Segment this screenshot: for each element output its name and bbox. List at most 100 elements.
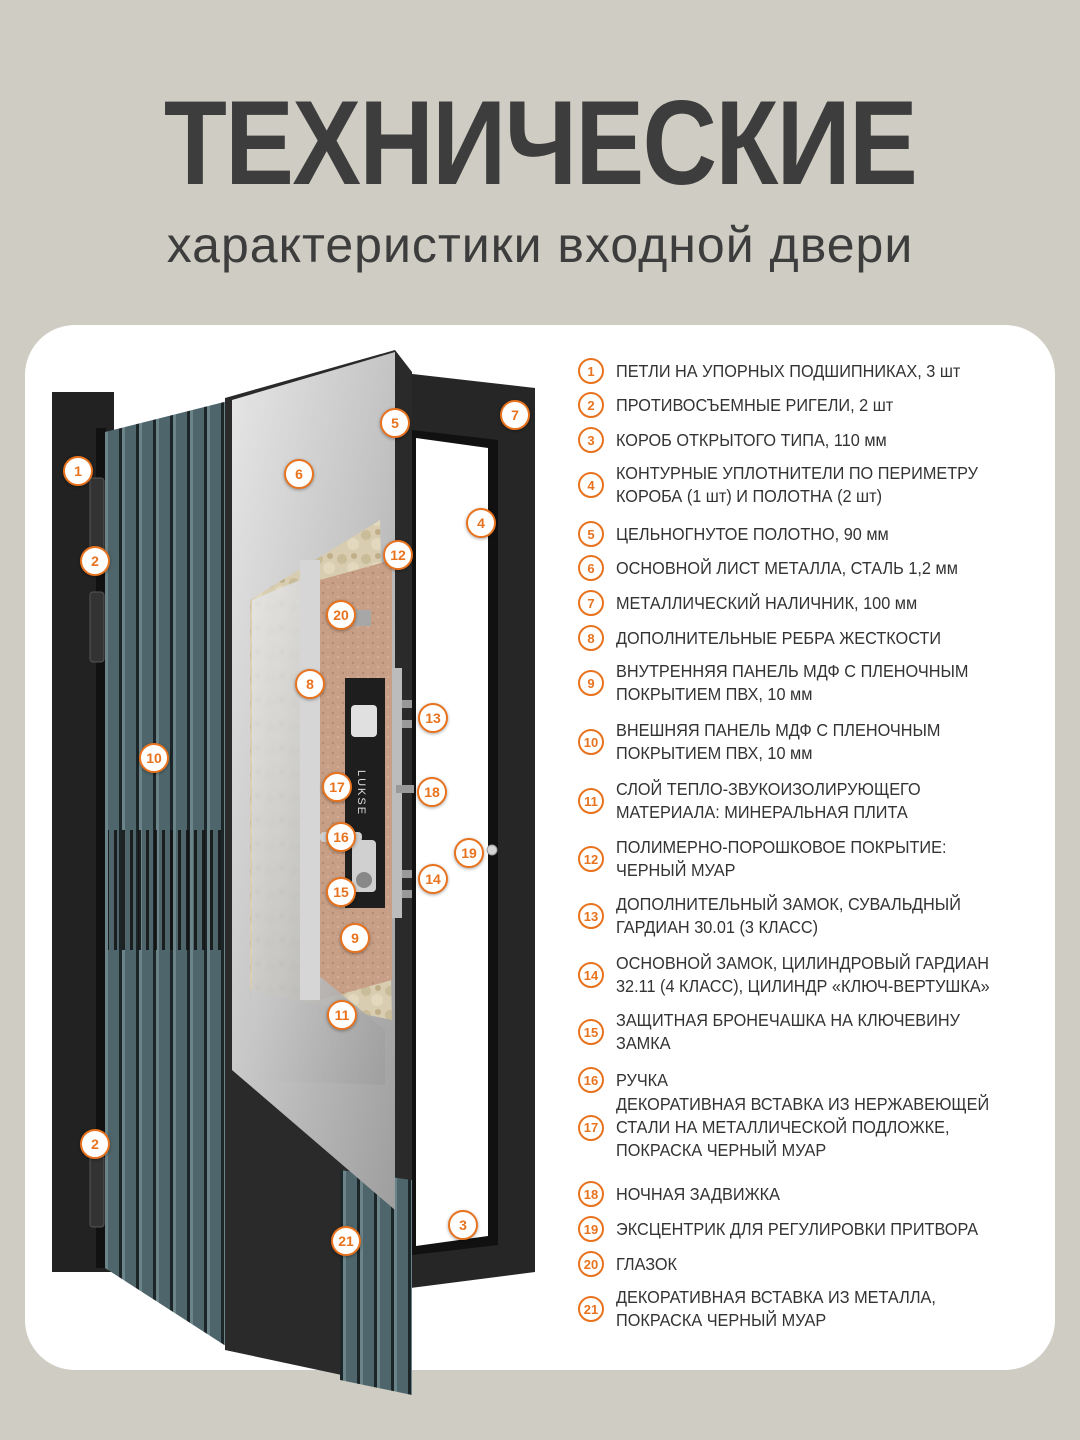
legend-text-line: ДЕКОРАТИВНАЯ ВСТАВКА ИЗ МЕТАЛЛА, <box>616 1287 936 1307</box>
legend-text-line: ДОПОЛНИТЕЛЬНЫЙ ЗАМОК, СУВАЛЬДНЫЙ <box>616 894 961 914</box>
legend-text-line: КОРОБА (1 шт) И ПОЛОТНА (2 шт) <box>616 486 882 506</box>
callout-badge-19: 19 <box>454 838 484 868</box>
peephole <box>355 610 371 626</box>
legend-text-line: ПОЛИМЕРНО-ПОРОШКОВОЕ ПОКРЫТИЕ: <box>616 837 947 857</box>
hinge <box>89 477 105 557</box>
legend-number-badge: 4 <box>578 472 604 498</box>
legend-text: КОРОБ ОТКРЫТОГО ТИПА, 110 мм <box>616 429 1007 452</box>
legend-text-line: СЛОЙ ТЕПЛО-ЗВУКОИЗОЛИРУЮЩЕГО <box>616 779 921 799</box>
legend-number-badge: 17 <box>578 1114 604 1141</box>
legend-text-line: ПОКРЫТИЕМ ПВХ, 10 мм <box>616 743 813 763</box>
callout-badge-11: 11 <box>327 1000 357 1030</box>
legend-number-badge: 13 <box>578 903 604 929</box>
callout-badge-4: 4 <box>466 508 496 538</box>
legend-text: СЛОЙ ТЕПЛО-ЗВУКОИЗОЛИРУЮЩЕГО МАТЕРИАЛА: М… <box>616 778 1007 824</box>
legend-number-badge: 5 <box>578 521 604 547</box>
legend-number-badge: 1 <box>578 358 604 384</box>
legend-text: ГЛАЗОК <box>616 1253 1007 1276</box>
legend-text: ЦЕЛЬНОГНУТОЕ ПОЛОТНО, 90 мм <box>616 523 1007 546</box>
legend-item: 20 ГЛАЗОК <box>578 1251 1036 1277</box>
legend-number-badge: 6 <box>578 555 604 581</box>
legend-text-line: ЗАМКА <box>616 1033 671 1053</box>
legend-text-line: ОСНОВНОЙ ЛИСТ МЕТАЛЛА, СТАЛЬ 1,2 мм <box>616 557 958 578</box>
callout-badge-16: 16 <box>326 822 356 852</box>
hinge <box>89 1154 105 1228</box>
legend-text-line: ПОКРАСКА ЧЕРНЫЙ МУАР <box>616 1140 827 1160</box>
callout-badge-14: 14 <box>418 864 448 894</box>
legend-text-line: ВНУТРЕННЯЯ ПАНЕЛЬ МДФ С ПЛЕНОЧНЫМ <box>616 661 969 681</box>
grooves-block <box>108 830 228 950</box>
callout-badge-5: 5 <box>380 408 410 438</box>
callout-badge-7: 7 <box>500 400 530 430</box>
legend-number-badge: 9 <box>578 670 604 696</box>
legend-item: 10 ВНЕШНЯЯ ПАНЕЛЬ МДФ С ПЛЕНОЧНЫМ ПОКРЫТИЕ… <box>578 719 1036 765</box>
callout-badge-1: 1 <box>63 456 93 486</box>
legend-text: КОНТУРНЫЕ УПЛОТНИТЕЛИ ПО ПЕРИМЕТРУ КОРОБА… <box>616 462 1007 508</box>
legend-text: МЕТАЛЛИЧЕСКИЙ НАЛИЧНИК, 100 мм <box>616 592 1007 615</box>
legend-text-line: РУЧКА <box>616 1069 669 1090</box>
legend-text-line: ПРОТИВОСЪЕМНЫЕ РИГЕЛИ, 2 шт <box>616 394 894 415</box>
legend-text: НОЧНАЯ ЗАДВИЖКА <box>616 1183 1007 1206</box>
legend-text: ВНЕШНЯЯ ПАНЕЛЬ МДФ С ПЛЕНОЧНЫМ ПОКРЫТИЕМ … <box>616 719 1007 765</box>
legend-text: ПЕТЛИ НА УПОРНЫХ ПОДШИПНИКАХ, 3 шт <box>616 360 1007 383</box>
legend-text-line: МЕТАЛЛИЧЕСКИЙ НАЛИЧНИК, 100 мм <box>616 592 918 613</box>
page-subtitle: характеристики входной двери <box>166 217 914 273</box>
eccentric <box>486 844 498 856</box>
legend-item: 6 ОСНОВНОЙ ЛИСТ МЕТАЛЛА, СТАЛЬ 1,2 мм <box>578 555 1036 581</box>
callout-badge-17: 17 <box>322 772 352 802</box>
legend-item: 5 ЦЕЛЬНОГНУТОЕ ПОЛОТНО, 90 мм <box>578 521 1036 547</box>
legend-text-line: КОНТУРНЫЕ УПЛОТНИТЕЛИ ПО ПЕРИМЕТРУ <box>616 463 979 483</box>
stiffener <box>300 560 320 1000</box>
callout-badge-6: 6 <box>284 459 314 489</box>
legend-text-line: КОРОБ ОТКРЫТОГО ТИПА, 110 мм <box>616 429 887 450</box>
legend-number-badge: 8 <box>578 625 604 651</box>
legend-text: ОСНОВНОЙ ЛИСТ МЕТАЛЛА, СТАЛЬ 1,2 мм <box>616 557 1007 580</box>
legend-text: ДЕКОРАТИВНАЯ ВСТАВКА ИЗ МЕТАЛЛА,ПОКРАСКА… <box>616 1286 1007 1332</box>
legend-text: ВНУТРЕННЯЯ ПАНЕЛЬ МДФ С ПЛЕНОЧНЫМ ПОКРЫТИ… <box>616 660 1007 706</box>
legend-item: 1 ПЕТЛИ НА УПОРНЫХ ПОДШИПНИКАХ, 3 шт <box>578 358 1036 384</box>
hinge <box>89 591 105 663</box>
callout-badge-2: 2 <box>80 546 110 576</box>
legend-item: 3 КОРОБ ОТКРЫТОГО ТИПА, 110 мм <box>578 427 1036 453</box>
legend-text-line: ПОКРЫТИЕМ ПВХ, 10 мм <box>616 684 813 704</box>
callout-badge-18: 18 <box>417 777 447 807</box>
callout-badge-21: 21 <box>331 1226 361 1256</box>
legend-text-line: ПЕТЛИ НА УПОРНЫХ ПОДШИПНИКАХ, 3 шт <box>616 360 961 381</box>
legend-number-badge: 2 <box>578 392 604 418</box>
callout-badge-8: 8 <box>295 669 325 699</box>
legend-text-line: МАТЕРИАЛА: МИНЕРАЛЬНАЯ ПЛИТА <box>616 802 908 822</box>
legend-item: 9 ВНУТРЕННЯЯ ПАНЕЛЬ МДФ С ПЛЕНОЧНЫМ ПОКРЫТ… <box>578 660 1036 706</box>
legend-number-badge: 7 <box>578 590 604 616</box>
legend-text-line: ЦЕЛЬНОГНУТОЕ ПОЛОТНО, 90 мм <box>616 523 889 544</box>
legend-item: 7 МЕТАЛЛИЧЕСКИЙ НАЛИЧНИК, 100 мм <box>578 590 1036 616</box>
legend-text-line: ДОПОЛНИТЕЛЬНЫЕ РЕБРА ЖЕСТКОСТИ <box>616 627 942 648</box>
legend-number-badge: 20 <box>578 1251 604 1277</box>
callout-badge-3: 3 <box>448 1210 478 1240</box>
legend-text-line: ДЕКОРАТИВНАЯ ВСТАВКА ИЗ НЕРЖАВЕЮЩЕЙ <box>616 1094 990 1114</box>
callout-badge-2: 2 <box>80 1129 110 1159</box>
legend-number-badge: 3 <box>578 427 604 453</box>
legend-text-line: ВНЕШНЯЯ ПАНЕЛЬ МДФ С ПЛЕНОЧНЫМ <box>616 720 941 740</box>
legend-text-line: 32.11 (4 КЛАСС), ЦИЛИНДР «КЛЮЧ-ВЕРТУШКА» <box>616 976 990 996</box>
frame-opening <box>416 438 488 1246</box>
legend-text-line: НОЧНАЯ ЗАДВИЖКА <box>616 1183 780 1204</box>
steel-inner-frame <box>252 580 385 1085</box>
legend-number-badge: 21 <box>578 1296 604 1322</box>
callout-badge-12: 12 <box>383 540 413 570</box>
callout-badge-13: 13 <box>418 703 448 733</box>
page-title: ТЕХНИЧЕСКИЕ <box>163 76 918 210</box>
legend-item: 21 ДЕКОРАТИВНАЯ ВСТАВКА ИЗ МЕТАЛЛА,ПОКРАС… <box>578 1286 1036 1332</box>
legend-number-badge: 10 <box>578 729 604 755</box>
legend-text: ПРОТИВОСЪЕМНЫЕ РИГЕЛИ, 2 шт <box>616 394 1007 417</box>
